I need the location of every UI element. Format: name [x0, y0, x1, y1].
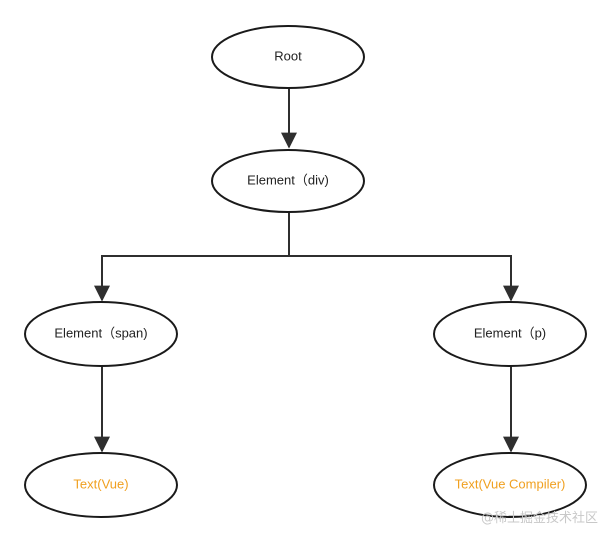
node-text-vue: Text(Vue)	[24, 452, 178, 518]
node-div-label: Element（div)	[247, 172, 329, 187]
watermark: @稀土掘金技术社区	[480, 511, 598, 526]
node-text-compiler-label: Text(Vue Compiler)	[455, 476, 566, 491]
edge-branch-span	[94, 255, 289, 302]
node-element-div: Element（div)	[211, 149, 365, 213]
node-text-compiler: Text(Vue Compiler)	[433, 452, 587, 518]
node-root: Root	[211, 25, 365, 89]
node-p-label: Element（p)	[474, 325, 546, 340]
node-text-vue-label: Text(Vue)	[73, 476, 128, 491]
node-root-label: Root	[274, 48, 302, 63]
node-element-span: Element（span)	[24, 301, 178, 367]
edge-branch-p	[289, 255, 519, 302]
node-span-label: Element（span)	[54, 325, 147, 340]
node-element-p: Element（p)	[433, 301, 587, 367]
